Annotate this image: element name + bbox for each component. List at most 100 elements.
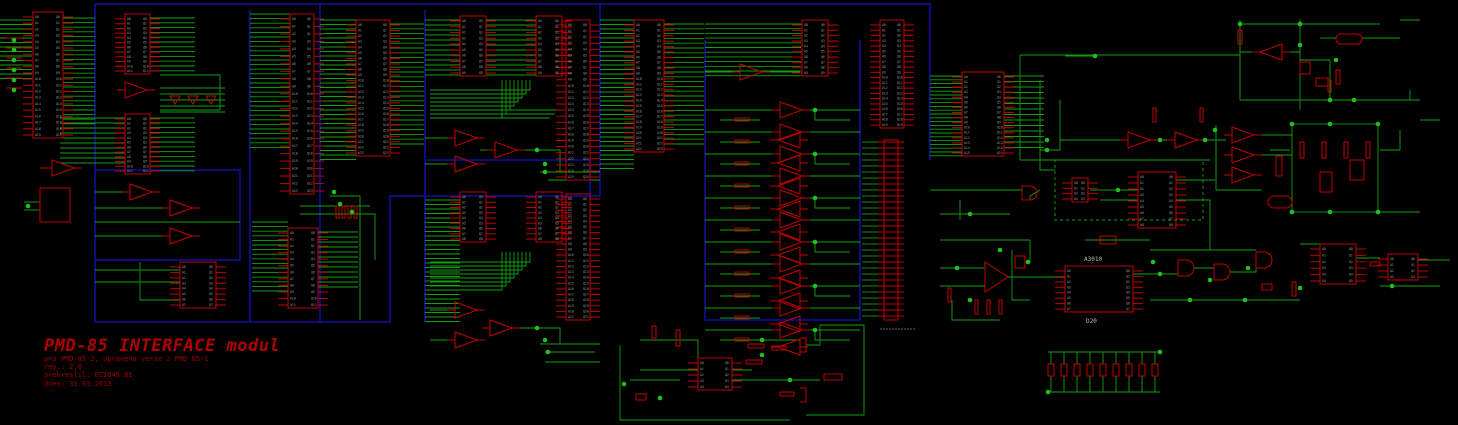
- svg-text:A2: A2: [964, 85, 968, 89]
- svg-text:A0: A0: [127, 17, 131, 21]
- svg-text:Q2: Q2: [555, 206, 559, 210]
- svg-text:A10: A10: [568, 253, 574, 257]
- svg-text:A15: A15: [964, 151, 970, 155]
- svg-text:x: x: [904, 327, 906, 331]
- svg-text:Q15: Q15: [56, 108, 62, 112]
- svg-text:A5: A5: [568, 225, 572, 229]
- svg-text:Q3: Q3: [209, 281, 213, 285]
- svg-text:A12: A12: [568, 96, 574, 100]
- svg-text:A7: A7: [290, 277, 294, 281]
- svg-text:Q6: Q6: [897, 55, 901, 59]
- svg-text:A17: A17: [292, 144, 298, 148]
- svg-text:A5: A5: [636, 50, 640, 54]
- svg-text:A8: A8: [127, 55, 131, 59]
- svg-text:Q4: Q4: [479, 42, 483, 46]
- svg-text:A19: A19: [568, 139, 574, 143]
- svg-text:A3: A3: [462, 211, 466, 215]
- svg-text:Q3: Q3: [821, 39, 825, 43]
- svg-text:A6: A6: [462, 54, 466, 58]
- svg-text:Q3: Q3: [1081, 197, 1085, 201]
- svg-text:A11: A11: [568, 259, 574, 263]
- svg-text:Q0: Q0: [479, 19, 483, 23]
- svg-text:A5: A5: [964, 100, 968, 104]
- svg-text:Q2: Q2: [555, 31, 559, 35]
- svg-text:Q3: Q3: [555, 211, 559, 215]
- svg-text:A4: A4: [568, 47, 572, 51]
- svg-text:A21: A21: [568, 315, 574, 319]
- svg-text:A7: A7: [35, 58, 39, 62]
- svg-text:Q2: Q2: [583, 208, 587, 212]
- svg-text:A9: A9: [636, 72, 640, 76]
- svg-text:Q1: Q1: [143, 22, 147, 26]
- svg-text:Q6: Q6: [583, 59, 587, 63]
- svg-text:A4: A4: [964, 95, 968, 99]
- svg-text:Q12: Q12: [897, 86, 903, 90]
- svg-text:Q7: Q7: [583, 236, 587, 240]
- svg-text:A6: A6: [292, 62, 296, 66]
- svg-text:Q18: Q18: [583, 298, 589, 302]
- svg-text:A0: A0: [804, 23, 808, 27]
- svg-text:Q7: Q7: [307, 69, 311, 73]
- svg-text:A4: A4: [292, 47, 296, 51]
- svg-text:A7: A7: [568, 236, 572, 240]
- svg-text:A10: A10: [964, 126, 970, 130]
- svg-text:A8: A8: [462, 65, 466, 69]
- svg-text:Q1: Q1: [307, 24, 311, 28]
- svg-text:A0: A0: [290, 231, 294, 235]
- svg-text:Q3: Q3: [1169, 193, 1173, 197]
- svg-text:Q0: Q0: [1411, 257, 1415, 261]
- svg-text:Q11: Q11: [583, 259, 589, 263]
- svg-text:Q9: Q9: [555, 71, 559, 75]
- svg-text:A6: A6: [358, 56, 362, 60]
- svg-text:Q18: Q18: [56, 127, 62, 131]
- svg-text:Q23: Q23: [383, 151, 389, 155]
- svg-text:A11: A11: [964, 131, 970, 135]
- svg-text:Q7: Q7: [479, 232, 483, 236]
- svg-text:Q20: Q20: [657, 131, 663, 135]
- svg-text:A10: A10: [882, 76, 888, 80]
- svg-text:Q4: Q4: [583, 47, 587, 51]
- svg-text:Q10: Q10: [383, 79, 389, 83]
- svg-text:A2: A2: [290, 244, 294, 248]
- svg-text:A8: A8: [568, 72, 572, 76]
- svg-text:A0: A0: [882, 23, 886, 27]
- svg-text:A3: A3: [1390, 275, 1394, 279]
- svg-text:A4: A4: [462, 216, 466, 220]
- svg-text:Q3: Q3: [657, 39, 661, 43]
- svg-text:A3: A3: [127, 131, 131, 135]
- svg-text:A9: A9: [882, 70, 886, 74]
- svg-text:Q5: Q5: [555, 48, 559, 52]
- svg-text:A4: A4: [127, 36, 131, 40]
- svg-text:Q9: Q9: [143, 60, 147, 64]
- svg-text:Q22: Q22: [657, 142, 663, 146]
- svg-text:A1: A1: [700, 367, 704, 371]
- svg-text:Q20: Q20: [307, 167, 313, 171]
- svg-text:Q8: Q8: [997, 116, 1001, 120]
- svg-text:A13: A13: [636, 93, 642, 97]
- svg-text:Q4: Q4: [143, 136, 147, 140]
- svg-text:A2: A2: [1067, 280, 1071, 284]
- svg-text:A3: A3: [804, 39, 808, 43]
- svg-text:Q4: Q4: [383, 45, 387, 49]
- svg-text:Q1: Q1: [555, 25, 559, 29]
- svg-text:A4: A4: [1322, 273, 1326, 277]
- svg-text:Q13: Q13: [997, 141, 1003, 145]
- svg-text:A5: A5: [538, 48, 542, 52]
- svg-text:x: x: [913, 327, 915, 331]
- svg-text:Q14: Q14: [307, 122, 313, 126]
- svg-text:A8: A8: [964, 116, 968, 120]
- svg-text:A23: A23: [568, 163, 574, 167]
- svg-text:A0: A0: [358, 23, 362, 27]
- svg-text:A12: A12: [964, 136, 970, 140]
- svg-text:A6: A6: [35, 52, 39, 56]
- svg-text:A7: A7: [804, 60, 808, 64]
- svg-text:Q11: Q11: [583, 90, 589, 94]
- svg-text:A6: A6: [182, 298, 186, 302]
- svg-text:Q1: Q1: [143, 122, 147, 126]
- svg-text:Q6: Q6: [555, 54, 559, 58]
- svg-text:Q12: Q12: [583, 96, 589, 100]
- svg-text:A15: A15: [568, 281, 574, 285]
- svg-text:A4: A4: [804, 44, 808, 48]
- svg-text:A0: A0: [182, 265, 186, 269]
- svg-text:Q3: Q3: [583, 214, 587, 218]
